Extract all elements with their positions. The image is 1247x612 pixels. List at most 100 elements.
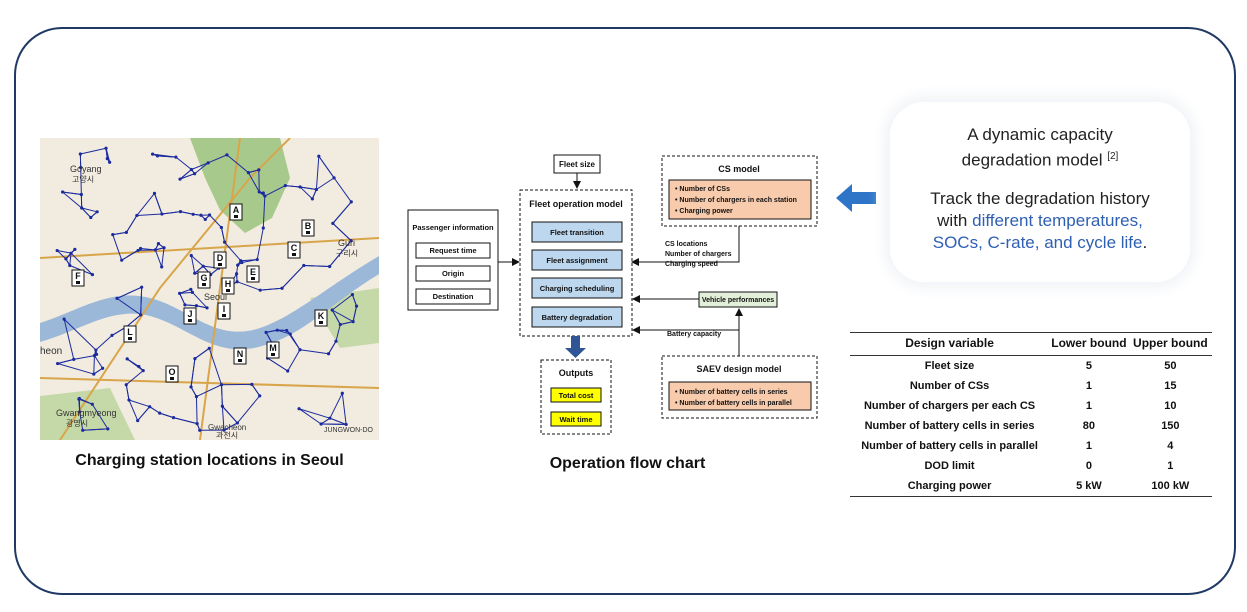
station-marker: L [123,325,137,343]
station-marker: F [71,269,85,287]
table-header-row: Design variable Lower bound Upper bound [850,332,1212,356]
svg-text:A: A [233,205,240,215]
vehicle-performances-label: Vehicle performances [702,297,774,304]
table-row: Number of battery cells in parallel 1 4 [850,436,1212,456]
station-marker: B [301,219,315,237]
left-arrow-icon [836,184,876,212]
cs-output-label: Number of chargers [665,251,732,258]
place-label: 고양시 [72,175,94,184]
table-cell: Number of chargers per each CS [863,400,1036,412]
table-header: Upper bound [1128,332,1212,356]
station-marker: C [287,241,301,259]
table-cell: Charging power [850,476,1050,497]
degradation-model-callout: A dynamic capacity degradation model [2]… [890,102,1190,282]
place-label: 구리시 [336,249,358,258]
table-cell: 5 [1085,360,1092,372]
table-cell: 5 kW [1049,476,1129,497]
station-marker: N [233,347,247,365]
table-cell: 1 [1085,380,1092,392]
svg-text:C: C [291,243,298,253]
station-marker: A [229,203,243,221]
table-cell: Number of battery cells in parallel [861,440,1038,452]
svg-text:K: K [318,311,325,321]
svg-text:I: I [223,304,226,314]
svg-text:L: L [127,327,133,337]
table-header: Lower bound [1049,332,1129,356]
place-label: Guri [338,238,355,248]
battery-capacity-label: Battery capacity [667,331,721,338]
table-cell: 15 [1164,380,1177,392]
fleet-assignment-item: Fleet assignment [546,256,608,265]
callout-body: Track the degradation history with diffe… [930,189,1150,252]
table-cell: 80 [1082,420,1096,432]
operation-flow-chart: Fleet size Passenger information Request… [407,154,818,435]
svg-text:N: N [237,349,244,359]
svg-text:D: D [217,253,224,263]
table-cell: Fleet size [924,360,975,372]
saev-model-item: • Number of battery cells in series [675,389,788,396]
station-marker: J [183,307,197,325]
station-markers: A B C D E F G H I J K L M N O [71,203,328,383]
svg-text:G: G [200,273,207,283]
station-marker: O [165,365,179,383]
station-marker: G [197,271,211,289]
table-cell: 1 [1167,460,1174,472]
table-cell: 1 [1085,440,1092,452]
cs-model-item: • Charging power [675,208,733,215]
destination-item: Destination [433,292,474,301]
place-label: JUNGWON-DO [324,427,374,434]
request-time-item: Request time [429,246,476,255]
station-marker: K [314,309,328,327]
svg-text:E: E [250,267,256,277]
design-variable-table: Design variable Lower bound Upper bound … [850,332,1212,497]
svg-text:M: M [269,343,277,353]
wait-time-item: Wait time [559,415,592,424]
flow-caption: Operation flow chart [549,455,706,472]
cs-output-label: Charging speed [665,261,718,268]
total-cost-item: Total cost [559,391,594,400]
callout-title: A dynamic capacity degradation model [2] [961,125,1119,170]
table-row: Number of CSs 1 15 [850,376,1212,396]
cs-output-label: CS locations [665,241,708,248]
table-cell: 50 [1164,360,1177,372]
svg-text:J: J [187,309,192,319]
table-cell: Number of CSs [909,380,990,392]
table-cell: 0 [1085,460,1092,472]
down-arrow-icon [565,348,586,358]
table-row: Fleet size 5 50 [850,356,1212,377]
place-label: heon [40,346,62,357]
cs-model-item: • Number of CSs [675,186,730,193]
fleet-operation-model-title: Fleet operation model [529,199,623,209]
station-marker: E [246,265,260,283]
svg-text:B: B [305,221,312,231]
station-marker: M [266,341,280,359]
place-label: 광명시 [66,418,88,428]
table-header: Design variable [850,332,1050,356]
table-cell: 10 [1164,400,1177,412]
cs-model-item: • Number of chargers in each station [675,197,797,204]
table-cell: 4 [1167,440,1174,452]
passenger-info-title: Passenger information [412,223,494,232]
svg-text:F: F [75,271,81,281]
station-marker: I [217,302,231,320]
table-cell: 100 kW [1128,476,1212,497]
slide-frame [14,27,1236,595]
place-label: Goyang [70,164,102,174]
saev-model-item: • Number of battery cells in parallel [675,400,792,407]
table-row: Number of chargers per each CS 1 10 [850,396,1212,416]
station-marker: H [221,277,235,295]
place-label: Gwangmyeong [56,408,117,418]
table-cell: 1 [1085,400,1092,412]
han-river [40,256,379,350]
charging-scheduling-item: Charging scheduling [540,284,615,293]
map-caption: Charging station locations in Seoul [75,452,344,469]
reference-marker: [2] [1107,151,1119,162]
outputs-title: Outputs [559,368,594,378]
origin-item: Origin [442,269,465,278]
table-cell: Number of battery cells in series [864,420,1035,432]
svg-text:H: H [225,279,232,289]
svg-text:O: O [168,367,175,377]
